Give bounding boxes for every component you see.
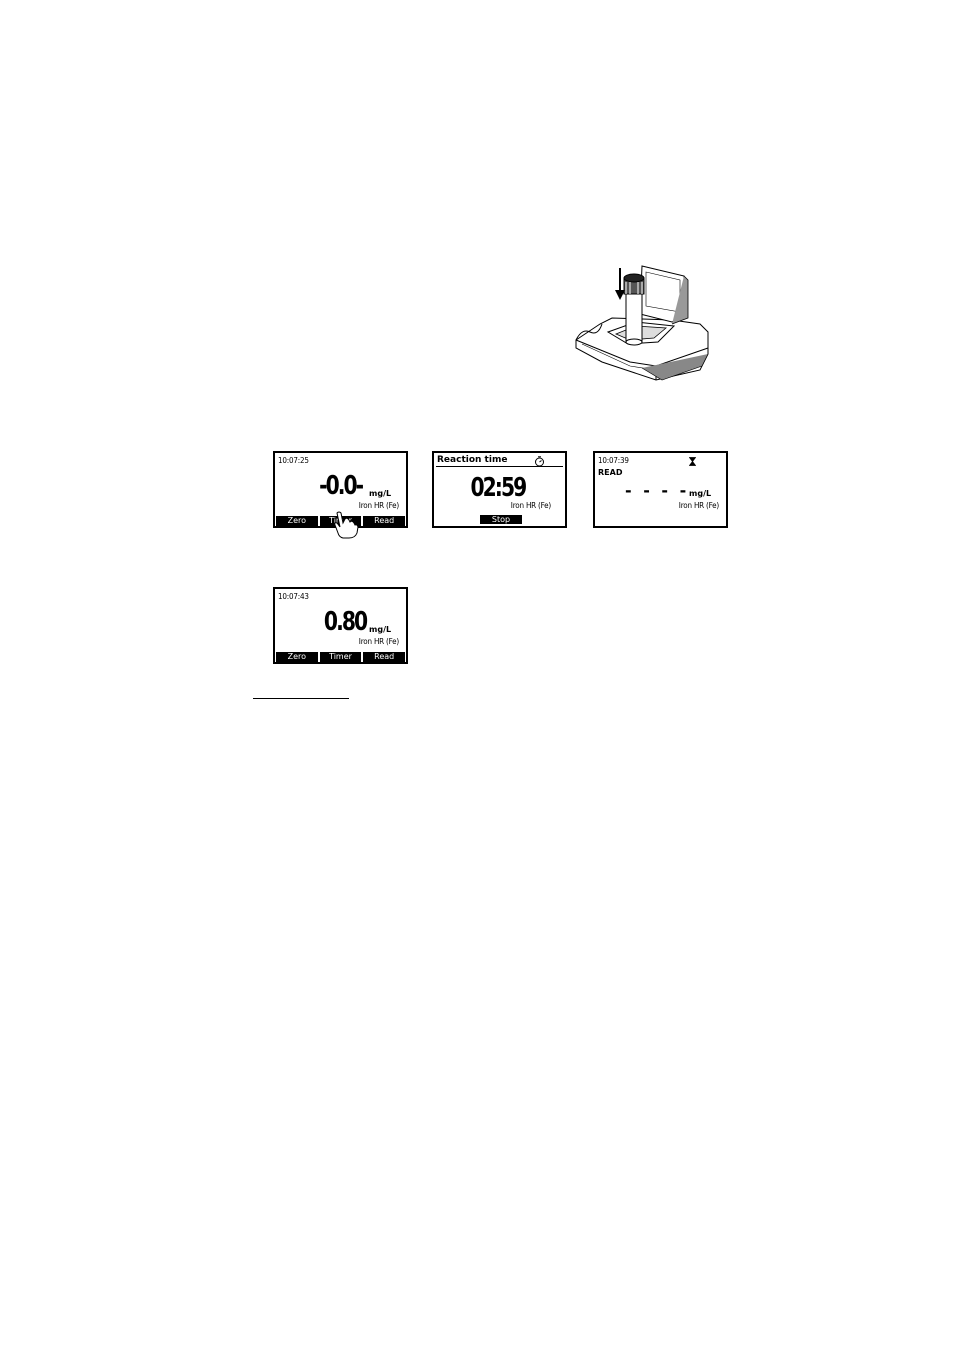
unit-label: mg/L [689, 489, 711, 498]
read-status: READ [598, 468, 622, 477]
read-button[interactable]: Read [363, 516, 405, 526]
stop-button[interactable]: Stop [480, 515, 522, 524]
measurement-value: 0.80 [324, 609, 366, 635]
method-name: Iron HR (Fe) [359, 501, 399, 510]
lcd-screen-result: 10:07:43 0.80 mg/L Iron HR (Fe) Zero Tim… [273, 587, 408, 664]
clock-time: 10:07:25 [278, 456, 309, 465]
cuvette-insertion-illustration [572, 262, 712, 382]
zero-button[interactable]: Zero [276, 516, 318, 526]
pending-value: - - - - [625, 481, 689, 500]
lcd-screen-reaction-timer: Reaction time 02:59 Iron HR (Fe) Stop [432, 451, 567, 528]
title-underline [436, 466, 563, 467]
method-name: Iron HR (Fe) [679, 501, 719, 510]
method-name: Iron HR (Fe) [511, 501, 551, 510]
countdown-value: 02:59 [470, 475, 525, 501]
clock-time: 10:07:43 [278, 592, 309, 601]
unit-label: mg/L [369, 489, 391, 498]
read-button[interactable]: Read [363, 652, 405, 662]
timer-button[interactable]: Timer [320, 652, 362, 662]
screen-title: Reaction time [437, 455, 507, 465]
zero-button[interactable]: Zero [276, 652, 318, 662]
method-name: Iron HR (Fe) [359, 637, 399, 646]
pointing-hand-icon [333, 511, 359, 539]
clock-time: 10:07:39 [598, 456, 629, 465]
softkey-bar: Zero Timer Read [275, 652, 406, 662]
footnote-separator [253, 698, 349, 699]
unit-label: mg/L [369, 625, 391, 634]
hourglass-icon [689, 457, 696, 466]
lcd-screen-reading: 10:07:39 READ - - - - mg/L Iron HR (Fe) [593, 451, 728, 528]
measurement-value: -0.0- [319, 473, 362, 499]
